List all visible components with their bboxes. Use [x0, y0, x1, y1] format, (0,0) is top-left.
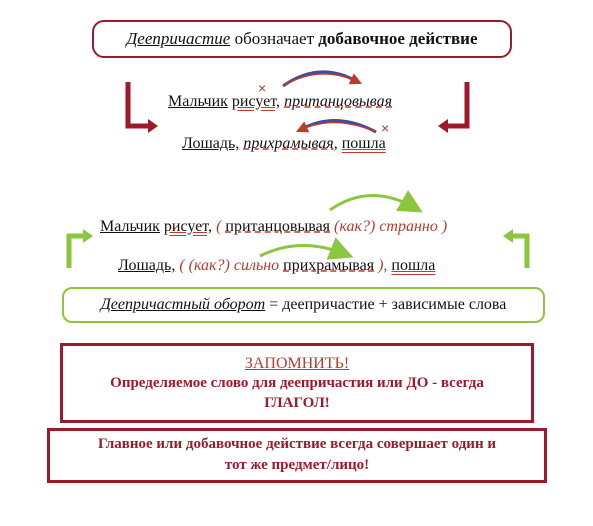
remember-title: ЗАПОМНИТЬ! [244, 355, 350, 372]
adverb: странно [379, 218, 438, 235]
curve-arrow-green-2 [259, 237, 354, 260]
close-paren: ) [441, 218, 448, 235]
participle: пританцовывая [225, 218, 331, 235]
example2-line1: Мальчик рисует, ( пританцовывая (как?) с… [100, 218, 447, 236]
question: (как?) [334, 218, 376, 235]
remember-line2: ГЛАГОЛ! [264, 395, 330, 411]
rule-box: Главное или добавочное действие всегда с… [47, 428, 547, 483]
example1-line2: Лошадь, прихрамывая, пошла [182, 135, 386, 153]
bent-arrow-left-red [125, 82, 152, 129]
open-paren: ( [179, 257, 185, 274]
predicate: пошла [391, 257, 436, 274]
example1-line1: Мальчик рисует, пританцовывая [168, 93, 392, 111]
open-paren: ( [216, 218, 222, 235]
question: (как?) [188, 257, 230, 274]
curve-arrow-green-1 [329, 190, 423, 213]
error-mark-1: × [258, 80, 267, 96]
term-deeprichastie: Деепричастие [126, 29, 231, 48]
subject: Мальчик [168, 93, 228, 110]
subject: Мальчик [100, 218, 160, 235]
participle: прихрамывая, [243, 135, 338, 152]
close-paren: ), [378, 257, 388, 274]
predicate: пошла [341, 135, 386, 152]
bent-arrow-right-red [444, 82, 470, 129]
meaning-text: добавочное действие [318, 29, 478, 48]
remember-box: ЗАПОМНИТЬ! Определяемое слово для деепри… [60, 343, 534, 423]
definition-header-box: Деепричастие обозначает добавочное дейст… [92, 20, 512, 58]
remember-line1: Определяемое слово для деепричастия или … [110, 375, 484, 391]
participle: прихрамывая [283, 257, 375, 274]
rule-line1: Главное или добавочное действие всегда с… [98, 436, 496, 452]
error-mark-2: × [381, 120, 390, 136]
definition-box: Деепричастный оборот = деепричастие + за… [62, 287, 545, 323]
definition-term: Деепричастный оборот [100, 296, 266, 313]
predicate: рисует, [163, 218, 213, 235]
verb-oboznachaet: обозначает [234, 29, 315, 48]
bent-arrow-left-green [66, 233, 86, 268]
bent-arrow-right-green [510, 233, 530, 268]
rule-line2: тот же предмет/лицо! [224, 457, 370, 473]
participle: пританцовывая [284, 93, 392, 110]
definition-rest: = деепричастие + зависимые слова [269, 296, 507, 313]
subject: Лошадь, [182, 135, 240, 152]
subject: Лошадь, [118, 257, 176, 274]
predicate: рисует, [231, 93, 281, 110]
example2-line2: Лошадь, ( (как?) сильно прихрамывая ), п… [118, 257, 435, 275]
adverb: сильно [233, 257, 280, 274]
